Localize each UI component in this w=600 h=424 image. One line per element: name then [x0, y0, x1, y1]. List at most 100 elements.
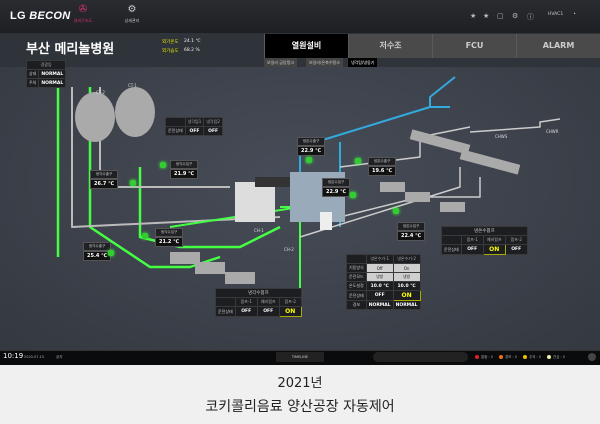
legend-warning: 경보 : 0: [499, 355, 517, 360]
run-status: OFF: [365, 290, 394, 301]
tab-fcu[interactable]: FCU: [432, 34, 516, 58]
chws-label: CHWS: [495, 134, 508, 139]
row-label: 경보: [346, 300, 367, 310]
sensor-value: 26.7 ℃: [90, 179, 119, 189]
legend-alarm: 알람 : 0: [475, 355, 493, 360]
run-mode-select[interactable]: 냉방: [365, 272, 394, 282]
sensor-label: 냉각수입구: [170, 160, 199, 169]
row-label: 운전상태: [346, 290, 367, 301]
subtab-cooling-tower[interactable]: 냉각탑/냉동기: [348, 58, 378, 67]
sensor-label: 냉온수출구: [297, 137, 326, 146]
col-header: 펌프-2: [278, 297, 302, 307]
temp-setpoint[interactable]: 10.0 ℃: [365, 281, 394, 291]
pump-status: OFF: [460, 244, 484, 255]
pipes: [56, 76, 561, 297]
tab-alarm[interactable]: ALARM: [516, 34, 600, 58]
notice-link[interactable]: 공지: [56, 355, 63, 359]
caption-year: 2021년: [277, 376, 323, 391]
outdoor-temp-label: 외기온도: [162, 40, 179, 45]
sensor-label: 냉온수출구: [368, 157, 397, 166]
menu-icon[interactable]: [588, 353, 596, 361]
caption-title: 코키콜리음료 양산공장 자동제어: [205, 399, 395, 415]
valve-icon[interactable]: [393, 208, 399, 214]
warning-value: NORMAL: [38, 69, 67, 79]
run-status: ON: [392, 290, 421, 301]
col-header: 예비펌프: [256, 297, 280, 307]
sensor-label: 냉온수입구: [397, 222, 426, 231]
message-bar[interactable]: [373, 352, 468, 362]
nav-structure[interactable]: ✇설비구조도: [73, 4, 93, 23]
warning-key: 주의: [25, 78, 40, 88]
sensor-label: 냉온수입구: [322, 178, 351, 187]
alarm-status: NORMAL: [392, 300, 421, 310]
sensor-value: 22.4 ℃: [397, 231, 426, 241]
nav-detail[interactable]: ⚙상세관리: [124, 4, 140, 23]
col-header: 냉온수기-2: [392, 254, 421, 264]
info-icon[interactable]: ⓘ: [527, 13, 534, 21]
valve-icon[interactable]: [350, 192, 356, 198]
user-select[interactable]: HVAC1 •: [548, 12, 576, 17]
start-mode-select[interactable]: Off: [365, 263, 394, 273]
ch1-label: CH-1: [254, 228, 264, 233]
col-header: 냉각탑2: [203, 117, 223, 127]
sensor-value: 21.2 ℃: [155, 237, 184, 247]
date: 2020.07.15: [24, 355, 45, 359]
gear-icon: ⚙: [127, 4, 137, 15]
clipboard-icon[interactable]: ▢: [497, 12, 504, 20]
clock: 10:19: [3, 352, 24, 360]
ct1-label: CT-1: [128, 83, 137, 88]
outdoor-hum: 68.2 %: [184, 48, 200, 53]
valve-icon[interactable]: [108, 250, 114, 256]
top-bar: [0, 0, 600, 33]
sensor-value: 19.6 ℃: [368, 166, 397, 176]
dot-icon: [547, 355, 551, 359]
ct1-status: OFF: [184, 126, 205, 136]
row-label: 운전상태: [441, 244, 462, 255]
settings-icon[interactable]: ⚙: [512, 12, 519, 20]
star-icon[interactable]: ★: [470, 12, 477, 20]
dot-icon: [475, 355, 479, 359]
chwr-label: CHWR: [546, 129, 559, 134]
valve-icon[interactable]: [355, 158, 361, 164]
alarm-status: NORMAL: [365, 300, 394, 310]
sensor-value: 22.9 ℃: [322, 187, 351, 197]
dot-icon: [523, 355, 527, 359]
col-header: 펌프-1: [234, 297, 258, 307]
warning-value: NORMAL: [38, 78, 67, 88]
valve-icon[interactable]: [130, 180, 136, 186]
sensor-label: 냉각수입구: [155, 228, 184, 237]
col-header: 펌프-2: [504, 235, 528, 245]
panel-title: 냉각수펌프: [215, 288, 302, 298]
sensor-value: 25.4 ℃: [83, 251, 112, 261]
row-label: 운전상태: [215, 306, 236, 317]
subtab-boiler-condensate[interactable]: 보일러/온축수탱크: [306, 58, 343, 67]
sensor-label: 냉각수출구: [83, 242, 112, 251]
valve-icon[interactable]: [160, 162, 166, 168]
timeline-button[interactable]: TIMELINE: [276, 352, 324, 362]
valve-icon[interactable]: [306, 157, 312, 163]
tab-heat-source[interactable]: 열원설비: [264, 34, 348, 58]
run-mode-select[interactable]: 냉방: [392, 272, 421, 282]
logo: LG BECON: [10, 10, 71, 22]
col-header: 냉각탑1: [184, 117, 205, 127]
ct2-status: OFF: [203, 126, 223, 136]
temp-setpoint[interactable]: 10.0 ℃: [392, 281, 421, 291]
ct2-label: CT-2: [96, 90, 105, 95]
star-add-icon[interactable]: ★: [483, 12, 490, 20]
subtab-boiler-hotwater[interactable]: 보일러 급탕탱크: [264, 58, 298, 67]
pump-status: ON: [278, 306, 302, 317]
valve-icon[interactable]: [142, 233, 148, 239]
start-mode-select[interactable]: On: [392, 263, 421, 273]
warning-key: 상태: [25, 69, 40, 79]
pump-status: OFF: [256, 306, 280, 317]
col-header: 냉온수기-1: [365, 254, 394, 264]
tab-water-tank[interactable]: 저수조: [348, 34, 432, 58]
warning-title: 경광등: [25, 60, 67, 70]
